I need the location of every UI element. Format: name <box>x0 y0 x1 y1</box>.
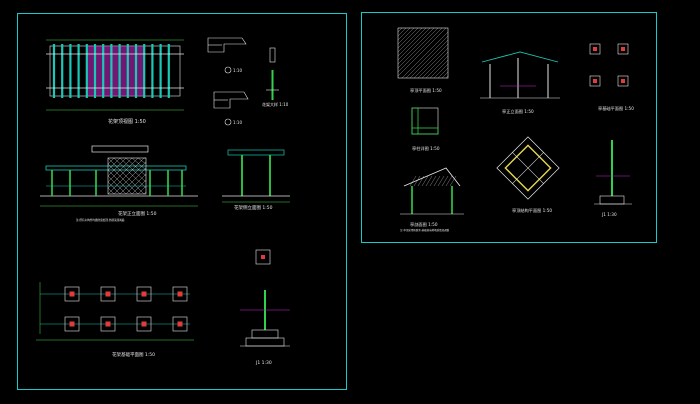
pergola-front-elevation <box>40 145 198 207</box>
pergola-side-elevation <box>222 149 290 203</box>
detail-2 <box>213 91 249 109</box>
pavilion-roof-plan <box>397 27 449 79</box>
pav-detail-title: 亭柱详图 1:50 <box>412 145 440 152</box>
pav-base-title: 亭基础平面图 1:50 <box>598 105 634 112</box>
sheet-left-frame <box>17 13 347 390</box>
post-detail <box>266 47 279 100</box>
pav-footing-title: J1 1:30 <box>601 212 617 217</box>
pav-front-title: 亭正立面图 1:50 <box>502 108 534 115</box>
foundation-title: 花架基础平面图 1:50 <box>112 351 155 358</box>
roof-plan-title: 花架顶视图 1:50 <box>108 118 146 125</box>
sheet-right-frame <box>361 12 657 243</box>
detail-1-callout <box>224 66 232 74</box>
pav-frame-title: 亭顶结构平面图 1:50 <box>512 207 552 214</box>
pav-section-title: 亭剖面图 1:50 <box>410 221 438 228</box>
pavilion-footing <box>594 140 632 205</box>
pavilion-front-elevation <box>480 51 560 99</box>
detail-1-scale: 1:10 <box>233 68 242 73</box>
pavilion-base-plan <box>589 43 629 87</box>
front-elev-title: 花架正立面图 1:50 <box>118 210 157 217</box>
side-elev-title: 花架侧立面图 1:50 <box>234 204 273 211</box>
detail-1 <box>207 37 247 53</box>
footing-plan <box>255 249 271 265</box>
pavilion-roof-frame <box>496 136 560 200</box>
pergola-roof-plan <box>46 39 184 111</box>
foundation-plan <box>36 282 194 341</box>
detail-2-callout <box>224 118 232 126</box>
pavilion-post-detail <box>411 107 439 135</box>
footing-title: J1 1:30 <box>255 360 272 366</box>
pavilion-section <box>400 167 464 215</box>
front-elev-note: 注:所有木构件均做防腐处理,外刷清漆两遍 <box>76 218 125 222</box>
pav-roof-title: 亭顶平面图 1:50 <box>410 87 442 94</box>
post-detail-title: 花架大样 1:10 <box>262 101 289 107</box>
footing-section <box>240 290 290 347</box>
pav-section-note: 注:亭顶采用防腐木,基础按当地地质情况调整 <box>400 228 450 232</box>
detail-2-scale: 1:10 <box>233 120 242 125</box>
